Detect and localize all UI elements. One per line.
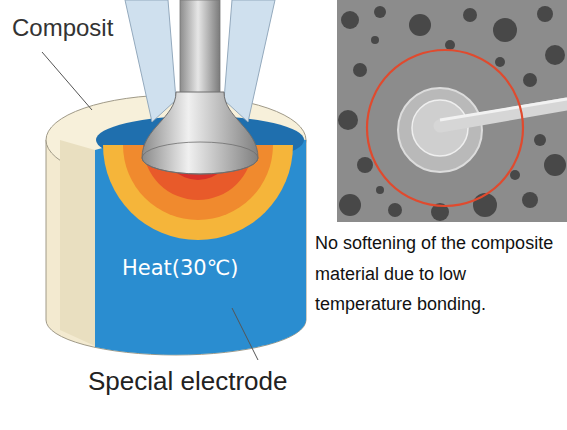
- tool-head: [142, 92, 258, 174]
- tool-holder: [224, 0, 275, 122]
- composite-wall: [60, 140, 95, 346]
- note-text: No softening of the composite material d…: [315, 228, 561, 320]
- sem-photo: [337, 0, 567, 222]
- heat-label: Heat(30℃): [122, 256, 239, 281]
- tool-holder: [125, 0, 176, 122]
- tool-rod: [180, 0, 220, 100]
- leader-line: [232, 308, 258, 360]
- tool-head-rim: [142, 142, 258, 174]
- part-label: Special electrode: [88, 366, 287, 397]
- part-label: Composit: [12, 14, 113, 43]
- leader-line: [42, 52, 92, 110]
